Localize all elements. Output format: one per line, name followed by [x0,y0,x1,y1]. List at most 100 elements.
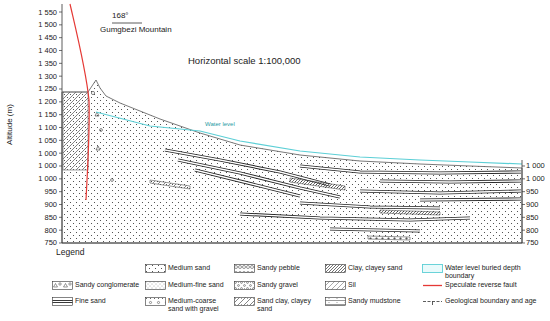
azimuth-line [112,23,142,24]
fine-sand-band [360,191,521,193]
legend-label: Medium-fine sand [168,281,230,289]
tick-mark [522,178,525,179]
legend-label: Sandy pebble [257,264,321,272]
tick-mark [522,204,525,205]
tick-mark [59,165,62,166]
pebble-symbol [91,91,94,94]
tick-mark [59,101,62,102]
legend-label: Sand clay, clayey sand [257,297,321,313]
legend-swatch [145,297,166,306]
fine-sand-band [178,160,340,197]
tick-label: 1 000 [526,174,545,183]
legend-swatch [234,281,255,290]
clay-lens [380,210,440,215]
tick-mark [59,63,62,64]
pebble-symbol [111,179,114,182]
legend-swatch [145,281,166,290]
legend-label: Sandy gravel [257,281,321,289]
tick-label: 1 050 [18,136,57,145]
tick-label: 1 000 [526,161,545,170]
axis-ticks [59,12,525,243]
fine-sand-band [420,199,521,200]
scale-note: Horizontal scale 1:100,000 [188,56,301,67]
legend-swatch [52,281,73,290]
fine-sand-band [330,229,420,231]
fine-sand-band [330,229,420,231]
tick-mark [59,153,62,154]
water-level-line [96,112,522,164]
tick-label: 1 000 [18,174,57,183]
fine-sand-band [195,170,300,196]
tick-mark [522,191,525,192]
legend-label: Geological boundary and age [445,297,543,305]
legend-label: Sandy mudstone [348,297,418,305]
tick-label: 1 150 [18,110,57,119]
swatch-line [423,285,442,286]
legend-label: Clay, clayey sand [348,264,418,272]
swatch-box [146,282,166,290]
tick-label: 1 200 [18,97,57,106]
tick-label: 1 000 [18,149,57,158]
tick-mark [59,50,62,51]
left-axis [62,4,63,243]
legend-title: Legend [56,248,84,258]
swatch-box [53,298,73,306]
tick-mark [522,230,525,231]
swatch-box [235,265,255,273]
swatch-tick [432,302,433,306]
tick-label: 950 [18,187,57,196]
fine-sand-band [300,203,440,208]
swatch-box [53,282,73,290]
right-axis [522,160,523,243]
tick-label: 900 [526,200,539,209]
legend-swatch [325,281,346,290]
fine-sand-band [380,181,521,182]
tick-label: 750 [526,238,539,247]
tick-mark [522,217,525,218]
fine-sand-band [178,160,340,197]
fine-sand-band [420,199,521,200]
tick-label: 850 [526,213,539,222]
tick-label: 1 300 [18,72,57,81]
water-level-label: Water level [205,121,235,128]
tick-label: 950 [526,187,539,196]
legend-swatch [422,264,443,273]
swatch-box [326,282,346,290]
tick-label: 1 250 [18,84,57,93]
sand-clay-lens [150,180,190,189]
fine-sand-band [165,150,330,185]
tick-mark [59,37,62,38]
reverse-fault [70,4,89,200]
legend-label: Sandy conglomerate [75,281,141,289]
azimuth-label: 168° [112,11,129,20]
axes [62,4,522,243]
tick-mark [59,204,62,205]
tick-mark [59,76,62,77]
pebble-symbol [100,129,103,132]
tick-label: 850 [18,213,57,222]
tick-label: 1 100 [18,123,57,132]
gravel-lens [368,236,410,240]
fine-sand-band [360,191,521,193]
tick-label: 900 [18,200,57,209]
fine-sand-band [300,166,521,173]
legend-label: Water level buried depth boundary [445,264,543,280]
axis-title: Altitude (m) [5,90,14,160]
swatch-box [146,265,166,273]
mountain-name: Gumgbezi Mountain [100,25,172,34]
legend-label: Fine sand [75,297,141,305]
swatch-box [326,298,346,306]
tick-label: 1 400 [18,46,57,55]
swatch-box [146,298,166,306]
fine-sand-band [195,170,300,196]
tick-mark [59,242,62,243]
tick-label: 1 350 [18,59,57,68]
sediment-body [62,80,522,243]
tick-mark [59,114,62,115]
tick-label: 1 450 [18,33,57,42]
fine-sand-band [300,203,440,208]
tick-mark [59,140,62,141]
tick-mark [59,217,62,218]
tick-mark [59,24,62,25]
